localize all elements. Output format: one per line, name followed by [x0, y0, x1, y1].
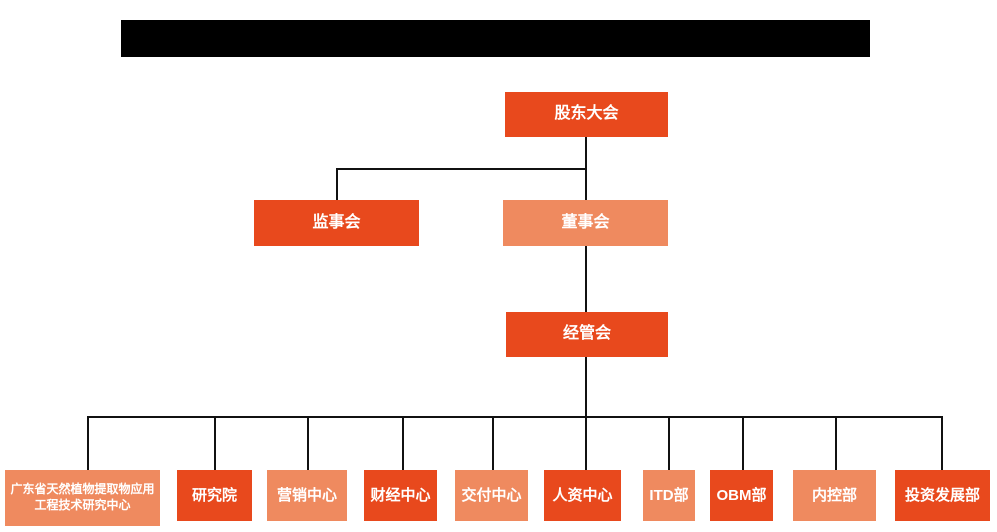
org-node-dept-delivery-center: 交付中心 [455, 470, 528, 521]
org-node-dept-investment-development: 投资发展部 [895, 470, 990, 521]
connector-drop-dept-7 [742, 416, 744, 470]
org-node-dept-research-institute: 研究院 [177, 470, 252, 521]
org-node-board-of-directors: 董事会 [503, 200, 668, 246]
connector-branch-horizontal [336, 168, 586, 170]
connector-drop-dept-1 [214, 416, 216, 470]
redacted-title-bar [121, 20, 870, 57]
org-node-dept-internal-control: 内控部 [793, 470, 876, 521]
connector-drop-dept-4 [492, 416, 494, 470]
org-node-dept-guangdong-research-center: 广东省天然植物提取物应用工程技术研究中心 [5, 470, 160, 526]
org-node-dept-itd: ITD部 [643, 470, 695, 521]
connector-board-management [585, 246, 587, 312]
org-node-dept-finance-center: 财经中心 [364, 470, 437, 521]
org-node-shareholders-meeting: 股东大会 [505, 92, 668, 137]
org-node-supervisory-board: 监事会 [254, 200, 419, 246]
connector-supervisory-drop [336, 168, 338, 200]
connector-distribution-bus [87, 416, 943, 418]
connector-drop-dept-0 [87, 416, 89, 470]
connector-shareholders-down [585, 137, 587, 200]
org-node-dept-obm: OBM部 [710, 470, 773, 521]
connector-management-down [585, 357, 587, 470]
connector-drop-dept-3 [402, 416, 404, 470]
connector-drop-dept-8 [835, 416, 837, 470]
connector-drop-dept-6 [668, 416, 670, 470]
org-node-management-committee: 经管会 [506, 312, 668, 357]
org-node-dept-marketing-center: 营销中心 [267, 470, 347, 521]
connector-drop-dept-2 [307, 416, 309, 470]
connector-drop-dept-9 [941, 416, 943, 470]
org-node-dept-hr-center: 人资中心 [544, 470, 621, 521]
